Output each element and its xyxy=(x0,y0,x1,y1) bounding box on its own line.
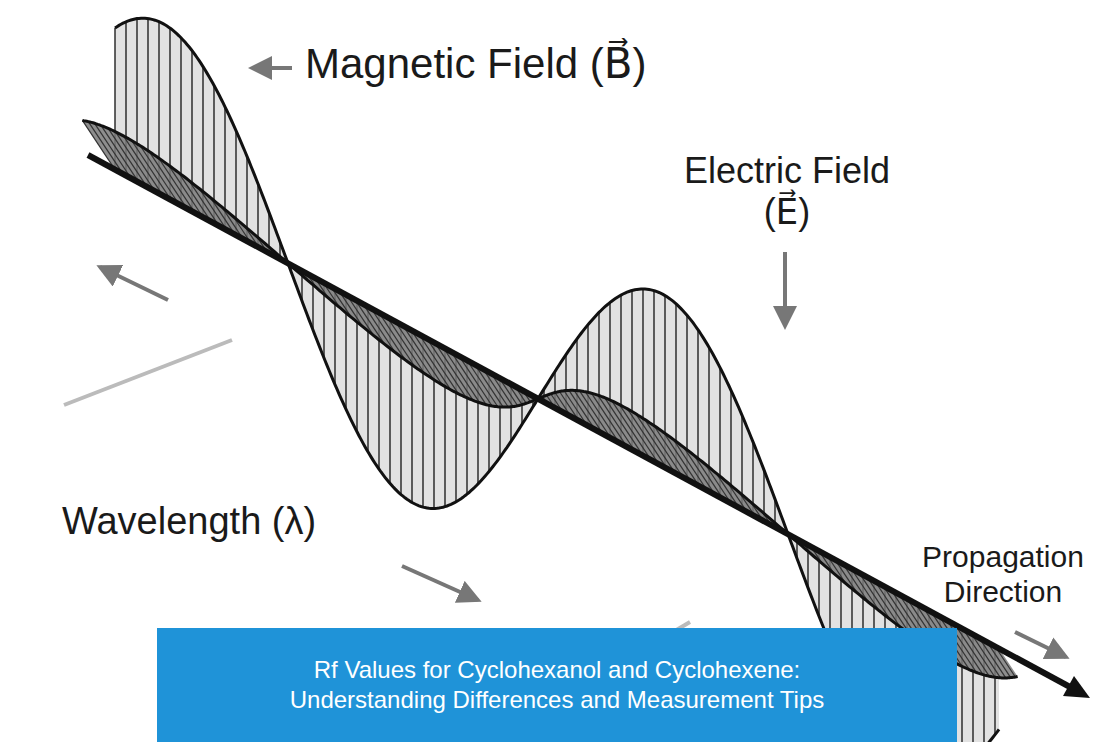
pointer-arrow xyxy=(252,66,292,70)
direction-label: Propagation Direction xyxy=(908,540,1098,609)
wavelength-arrow xyxy=(402,566,478,600)
electric-fill xyxy=(82,120,1017,678)
pointer-arrow xyxy=(783,252,787,326)
title-banner: Rf Values for Cyclohexanol and Cyclohexe… xyxy=(157,628,957,742)
electric-wave xyxy=(82,120,1017,678)
magnetic-wave xyxy=(115,18,999,742)
banner-text: Rf Values for Cyclohexanol and Cyclohexe… xyxy=(252,655,862,715)
propagation-axis xyxy=(88,155,1070,687)
wavelength-arrow xyxy=(100,267,168,300)
magnetic-fill xyxy=(115,18,999,742)
magnetic-curve xyxy=(115,18,999,742)
field-label: Electric Field (E⃗) xyxy=(662,150,912,233)
wavelength-label: Wavelength (λ) xyxy=(62,500,316,544)
propagation-arrow xyxy=(1015,632,1066,657)
electric-curve xyxy=(82,120,1017,678)
field-label: Magnetic Field (B⃗) xyxy=(305,40,647,88)
dimension-line xyxy=(64,340,232,405)
axis-arrowhead xyxy=(1063,676,1090,698)
